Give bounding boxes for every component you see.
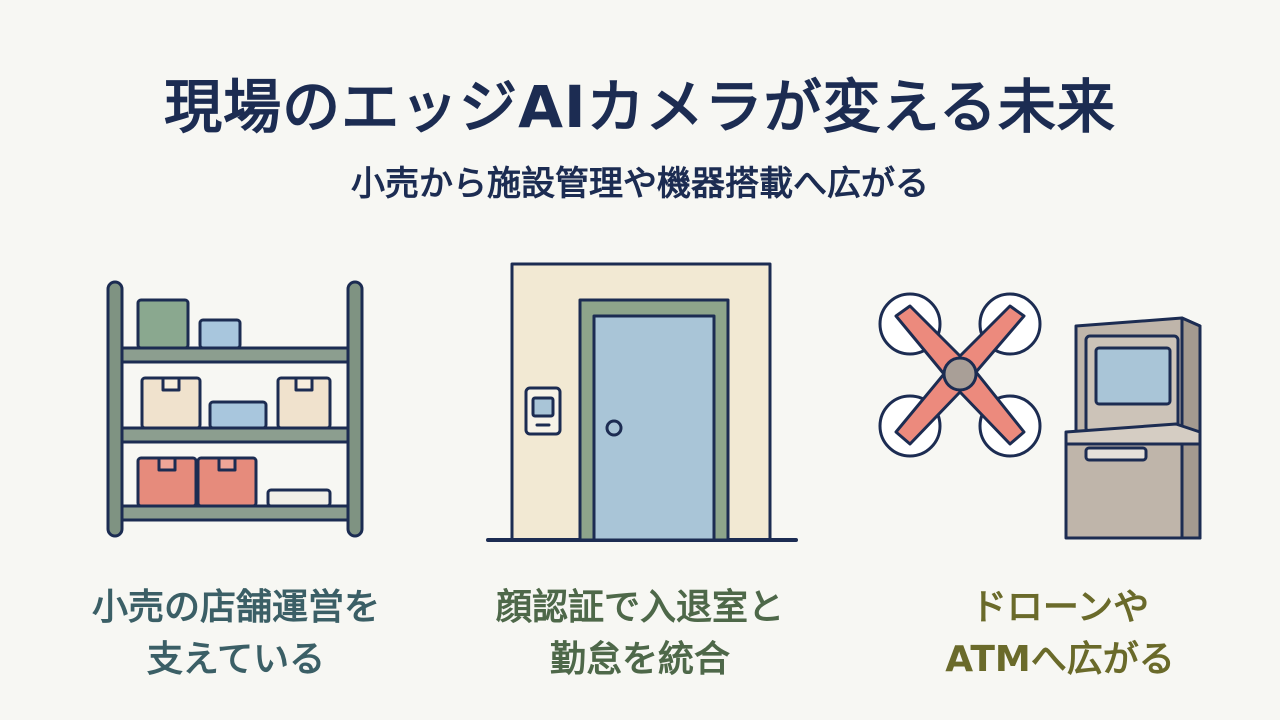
door-with-keypad-icon [486,262,798,542]
caption-line: 顔認証で入退室と [495,587,784,628]
caption-retail: 小売の店舗運営を 支えている [36,582,436,686]
caption-line: 支えている [146,639,326,680]
caption-line: 小売の店舗運営を [91,587,380,628]
caption-access-control: 顔認証で入退室と 勤怠を統合 [440,582,840,686]
caption-line: ドローンや [970,587,1150,628]
caption-line: 勤怠を統合 [549,639,730,680]
caption-line: ATMへ広がる [945,639,1175,680]
page-subtitle: 小売から施設管理や機器搭載へ広がる [351,164,929,204]
atm-icon [1064,316,1202,540]
drone-icon [878,292,1042,458]
store-shelf-icon [106,280,364,538]
caption-drone-atm: ドローンや ATMへ広がる [860,582,1260,686]
page-title: 現場のエッジAIカメラが変える未来 [164,73,1116,141]
